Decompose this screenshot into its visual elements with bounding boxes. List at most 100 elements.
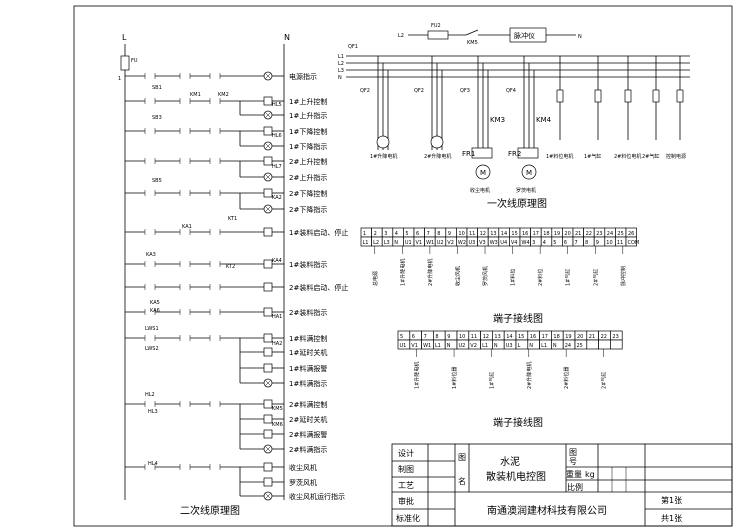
contact-gap-8-1 xyxy=(145,284,155,290)
rung-label-15: 1#延时关机 xyxy=(289,348,327,357)
terminal-2-num-1: 5 xyxy=(400,334,403,340)
breaker-label-1: QF2 xyxy=(360,88,370,94)
rung-label-6: 2#上升控制 xyxy=(289,157,327,166)
control-tag-ka6: KA6 xyxy=(150,308,160,314)
control-tag-km6: KM6 xyxy=(272,422,283,428)
control-tag-km1: KM1 xyxy=(190,92,201,98)
terminal-1-cell-bot-26 xyxy=(625,236,637,247)
branch-fuse-2 xyxy=(594,89,602,103)
tb-drawing-name-1: 水泥 xyxy=(500,455,520,468)
contact-gap-2-2 xyxy=(180,98,190,104)
coil-symbol-14 xyxy=(263,333,273,343)
rung-label-7: 2#上升指示 xyxy=(289,173,327,182)
contact-gap-11-1 xyxy=(145,401,155,407)
terminal-strip-2: 5U16V17W18L19N10U211V212L113N14U315L16N1… xyxy=(397,330,623,429)
terminal-2-num-6: 10 xyxy=(459,334,465,340)
terminal-2-wire-label-6: 2#气缸 xyxy=(601,372,608,389)
tb-scale: 比例 xyxy=(567,482,583,492)
tb-weight: 重量 xyxy=(566,469,582,479)
contact-gap-4-1 xyxy=(145,158,155,164)
tb-standard: 标准化 xyxy=(396,513,420,523)
terminal-2-num-10: 14 xyxy=(506,334,512,340)
terminal-1-num-10: 10 xyxy=(458,231,464,237)
motor-symbol-2 xyxy=(430,135,444,149)
terminal-2-num-15: 19 xyxy=(565,334,571,340)
terminal-1-code-9: V2 xyxy=(447,240,454,246)
contact-gap-10-3 xyxy=(210,335,220,341)
terminal-2-num-7: 11 xyxy=(471,334,477,340)
lamp-cross-b-1 xyxy=(264,72,272,80)
terminal-2-num-16: 20 xyxy=(577,334,583,340)
top-fuse xyxy=(427,30,449,40)
rung-label-13: 2#装料指示 xyxy=(289,308,327,317)
contact-gap-8-2 xyxy=(180,284,190,290)
terminal-1-code-10: W2 xyxy=(458,240,466,246)
rung-label-11: 1#装料指示 xyxy=(289,260,327,269)
rung-label-20: 2#料满报警 xyxy=(289,430,327,439)
contact-gap-6-2 xyxy=(180,229,190,235)
control-tag-hl3: HL3 xyxy=(148,409,158,415)
contact-gap-3-2 xyxy=(180,128,190,134)
main-circuit-caption: 一次线原理图 xyxy=(487,197,547,210)
contact-gap-6-1 xyxy=(145,229,155,235)
terminal-1-num-15: 15 xyxy=(511,231,517,237)
rung-label-18: 2#料满控制 xyxy=(289,400,327,409)
terminal-2-num-19: 23 xyxy=(612,334,618,340)
control-tag-hl6: HL6 xyxy=(272,133,282,139)
bus-label-l2: L2 xyxy=(338,61,344,67)
terminal-1-code-11: U3 xyxy=(469,240,476,246)
terminal-2-code-9: N xyxy=(494,343,498,349)
tb-drawing-name-2: 散装机电控图 xyxy=(486,470,546,483)
control-fuse-label: FU xyxy=(131,58,138,64)
motor-letter-4: M xyxy=(526,169,532,177)
terminal-1-wire-label-4: 收尘风机 xyxy=(454,266,461,286)
motor-label-4: 罗茨电机 xyxy=(516,187,536,194)
terminal-1-code-20: 6 xyxy=(564,240,567,246)
supply-l-label: L xyxy=(122,33,127,42)
terminal-1-num-9: 9 xyxy=(448,231,451,237)
terminal-1-num-18: 18 xyxy=(543,231,549,237)
terminal-1-num-26: 26 xyxy=(628,231,634,237)
breaker-label-4: QF4 xyxy=(506,88,516,94)
terminal-2-wire-label-4: 2#升降电机 xyxy=(526,362,533,389)
contact-gap-7-1 xyxy=(145,261,155,267)
terminal-1-code-24: 10 xyxy=(606,240,612,246)
terminal-2-num-2: 6 xyxy=(412,334,415,340)
contact-gap-4-3 xyxy=(210,158,220,164)
branch-fuse-1 xyxy=(556,89,564,103)
lamp-cross-b-3 xyxy=(264,111,272,119)
rung-label-16: 1#料满报警 xyxy=(289,364,327,373)
contact-gap-10-1 xyxy=(145,335,155,341)
coil-symbol-23 xyxy=(263,477,273,487)
contact-gap-5-3 xyxy=(210,190,220,196)
terminal-2-cell-bot-18 xyxy=(598,339,611,350)
lamp-cross-b-5 xyxy=(264,142,272,150)
contact-gap-3-3 xyxy=(210,128,220,134)
branch-label-5: 控制电源 xyxy=(666,153,686,160)
tb-design: 设计 xyxy=(398,448,414,458)
rung-label-17: 1#料满指示 xyxy=(289,379,327,388)
rung-label-10: 1#装料启动、停止 xyxy=(289,228,348,237)
terminal-1-num-14: 14 xyxy=(501,231,507,237)
terminal-2-code-2: V1 xyxy=(411,343,418,349)
terminal-1-wire-label-2: 1#升降电机 xyxy=(399,259,406,286)
rung-label-3: 1#上升指示 xyxy=(289,111,327,120)
control-tag-km2: KM2 xyxy=(218,92,229,98)
terminal-1-code-8: U2 xyxy=(437,240,444,246)
control-circuit-caption: 二次线原理图 xyxy=(180,504,240,517)
relay-label-1: FR1 xyxy=(462,150,475,158)
lamp-cross-b-17 xyxy=(264,379,272,387)
terminal-1-num-19: 19 xyxy=(554,231,560,237)
terminal-1-code-5: U1 xyxy=(405,240,412,246)
rung-label-8: 2#下降控制 xyxy=(289,189,327,198)
breaker-label-3: QF3 xyxy=(460,88,470,94)
contact-gap-12-2 xyxy=(180,464,190,470)
contact-gap-5-1 xyxy=(145,190,155,196)
contact-gap-4-2 xyxy=(180,158,190,164)
terminal-2-code-13: L1 xyxy=(541,343,547,349)
control-rungs xyxy=(125,71,284,501)
terminal-2-num-14: 18 xyxy=(553,334,559,340)
terminal-2-code-16: 25 xyxy=(577,343,583,349)
control-tag-kt2: KT2 xyxy=(226,264,235,270)
